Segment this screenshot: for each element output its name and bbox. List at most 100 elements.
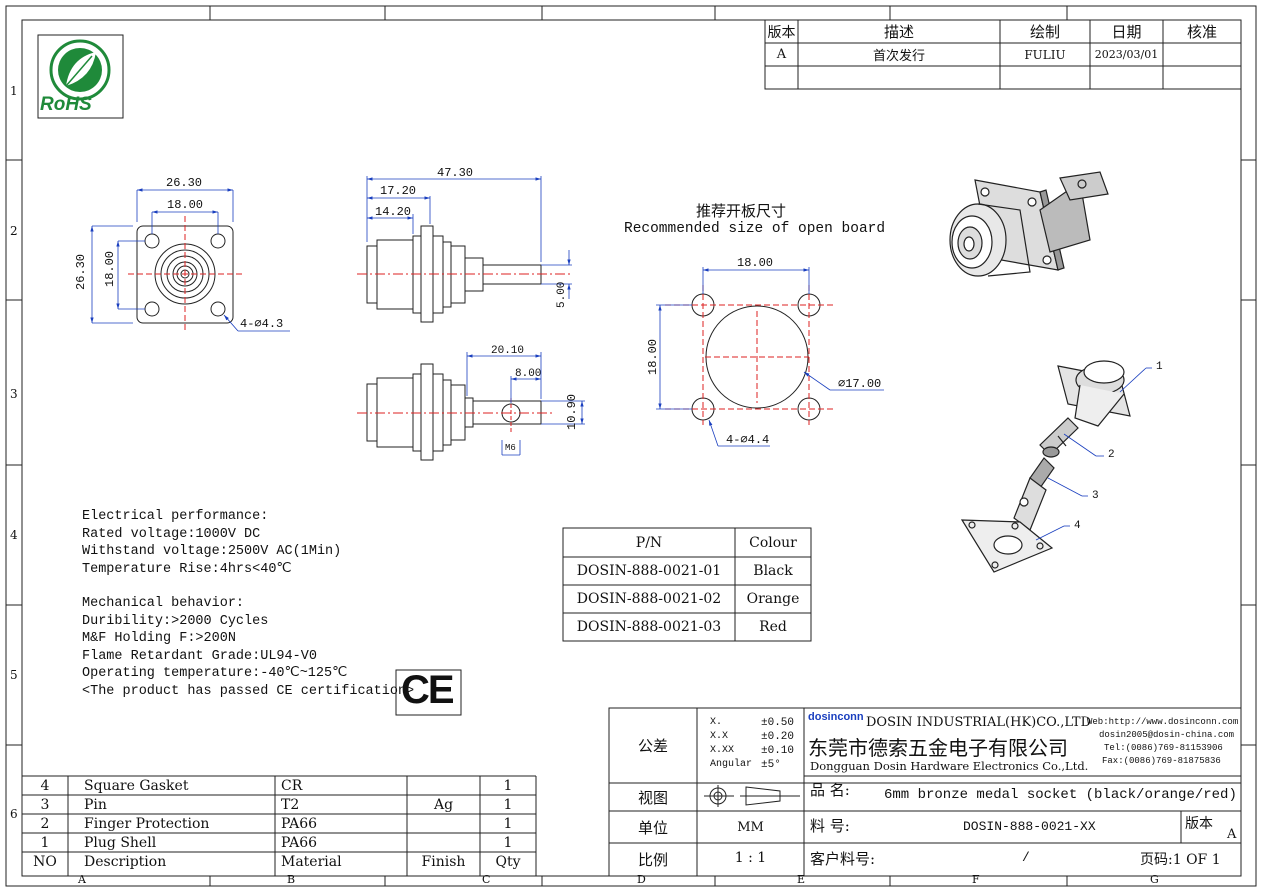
spec-line: M&F Holding F:>200N (82, 631, 236, 646)
isometric-assembled-view (949, 171, 1109, 277)
callout-2: 2 (1108, 449, 1115, 461)
spec-line: Flame Retardant Grade:UL94-V0 (82, 648, 317, 664)
row-label: 1 (10, 84, 18, 98)
colour-header: Colour (749, 534, 797, 551)
bom-desc: Square Gasket (84, 777, 189, 794)
pn-table-grid (562, 527, 812, 642)
rev-header-version: 版本 (767, 24, 796, 41)
bom-desc: Pin (84, 796, 107, 813)
company-en2: Dongguan Dosin Hardware Electronics Co.,… (810, 759, 1089, 773)
tol-val: ±0.50 (761, 717, 795, 729)
colour-cell: Orange (746, 591, 800, 607)
colour-cell: Black (753, 563, 793, 579)
row-label: 5 (10, 668, 18, 682)
pn-header: P/N (635, 534, 663, 551)
isometric-exploded-view (960, 360, 1152, 573)
bom-header-no: NO (33, 853, 57, 870)
dim-board-w: 18.00 (737, 256, 774, 270)
dim-board-dia: ⌀17.00 (838, 377, 882, 391)
scale-value: 1 : 1 (734, 850, 767, 866)
dim-side-a: 17.20 (380, 184, 417, 198)
company-email: dosin2005@dosin-china.com (1099, 730, 1235, 740)
ce-mark: CE (401, 668, 455, 712)
callout-3: 3 (1092, 490, 1099, 502)
front-view (90, 188, 290, 333)
col-label: C (482, 873, 491, 886)
customer-label: 客户料号: (810, 850, 876, 868)
bom-material: T2 (281, 796, 300, 813)
bom-finish (407, 833, 480, 852)
rev-value-approved (1163, 43, 1241, 66)
dim-board-h: 18.00 (646, 338, 660, 375)
unit-value: MM (737, 819, 764, 835)
tol-key: X. (710, 717, 723, 728)
tol-val: ±0.10 (761, 745, 795, 757)
customer-value: / (1022, 850, 1030, 865)
rev-header-drawn: 绘制 (1029, 23, 1060, 41)
row-label: 3 (10, 387, 18, 401)
board-cutout-view (656, 267, 884, 447)
bottom-view (357, 352, 585, 461)
dim-bottom-a: 20.10 (491, 345, 525, 357)
colour-cell: Red (759, 619, 787, 635)
brand-logo: dosinconn (808, 711, 864, 723)
pn-cell: DOSIN-888-0021-01 (576, 563, 722, 579)
bom-qty: 1 (503, 834, 513, 851)
pn-cell: DOSIN-888-0021-02 (576, 591, 722, 607)
spec-line: Temperature Rise:4hrs<40℃ (82, 561, 292, 577)
callout-1: 1 (1156, 361, 1163, 373)
bom-no: 1 (40, 834, 50, 851)
unit-label: 单位 (637, 818, 668, 837)
row-label: 2 (10, 224, 18, 238)
rev-label: 版本 (1185, 816, 1213, 832)
row-label: 4 (10, 528, 18, 542)
bom-header-material: Material (281, 853, 342, 870)
col-label: F (972, 873, 980, 886)
rev-header-desc: 描述 (883, 23, 914, 41)
dim-front-height: 26.30 (74, 253, 88, 290)
col-label: E (797, 873, 806, 886)
bom-no: 2 (40, 815, 50, 832)
dim-front-hole-spacing-v: 18.00 (103, 250, 117, 287)
company-fax: Fax:(0086)769-81875836 (1102, 756, 1221, 766)
name-value: 6mm bronze medal socket (black/orange/re… (884, 787, 1237, 803)
callout-4: 4 (1074, 520, 1081, 532)
dim-board-holes: 4-⌀4.4 (726, 433, 770, 447)
rev-value-version: A (776, 47, 787, 62)
bom-no: 3 (40, 796, 50, 813)
bom-header-desc: Description (84, 853, 167, 870)
bom-qty: 1 (503, 815, 513, 832)
company-cn: 东莞市德索五金电子有限公司 (808, 736, 1068, 760)
col-label: D (637, 873, 646, 886)
dim-side-total: 47.30 (437, 166, 474, 180)
spec-line: Withstand voltage:2500V AC(1Min) (82, 544, 342, 559)
revision-table-grid (764, 19, 1242, 90)
tol-key: X.XX (710, 745, 735, 756)
col-label: A (78, 873, 86, 886)
projection-symbol (704, 785, 800, 807)
company-en: DOSIN INDUSTRIAL(HK)CO.,LTD (866, 715, 1092, 730)
row-label: 6 (10, 807, 18, 821)
tol-key: Angular (710, 759, 753, 770)
dim-front-holes: 4-⌀4.3 (240, 317, 284, 331)
spec-line: Operating temperature:-40℃~125℃ (82, 666, 348, 681)
company-tel: Tel:(0086)769-81153906 (1104, 743, 1223, 753)
bom-table-grid (22, 775, 537, 876)
col-label: B (287, 873, 296, 886)
bom-desc: Plug Shell (84, 834, 157, 851)
rev-value-drawn: FULIU (1024, 47, 1066, 62)
rev-header-approved: 核准 (1186, 23, 1217, 41)
spec-line: Mechanical behavior: (82, 596, 245, 611)
rev-header-date: 日期 (1111, 23, 1142, 41)
part-label: 料 号: (810, 817, 850, 835)
page-label: 页码:1 OF 1 (1140, 852, 1221, 868)
ce-mark-box (395, 669, 462, 716)
dim-bottom-b: 8.00 (515, 368, 542, 380)
pn-cell: DOSIN-888-0021-03 (576, 619, 722, 635)
dim-side-pin: 5.00 (556, 281, 568, 308)
bom-finish: Ag (433, 796, 454, 813)
part-value: DOSIN-888-0021-XX (963, 819, 1096, 834)
company-web: Web:http://www.dosinconn.com (1087, 717, 1239, 727)
view-label: 视图 (637, 788, 668, 807)
